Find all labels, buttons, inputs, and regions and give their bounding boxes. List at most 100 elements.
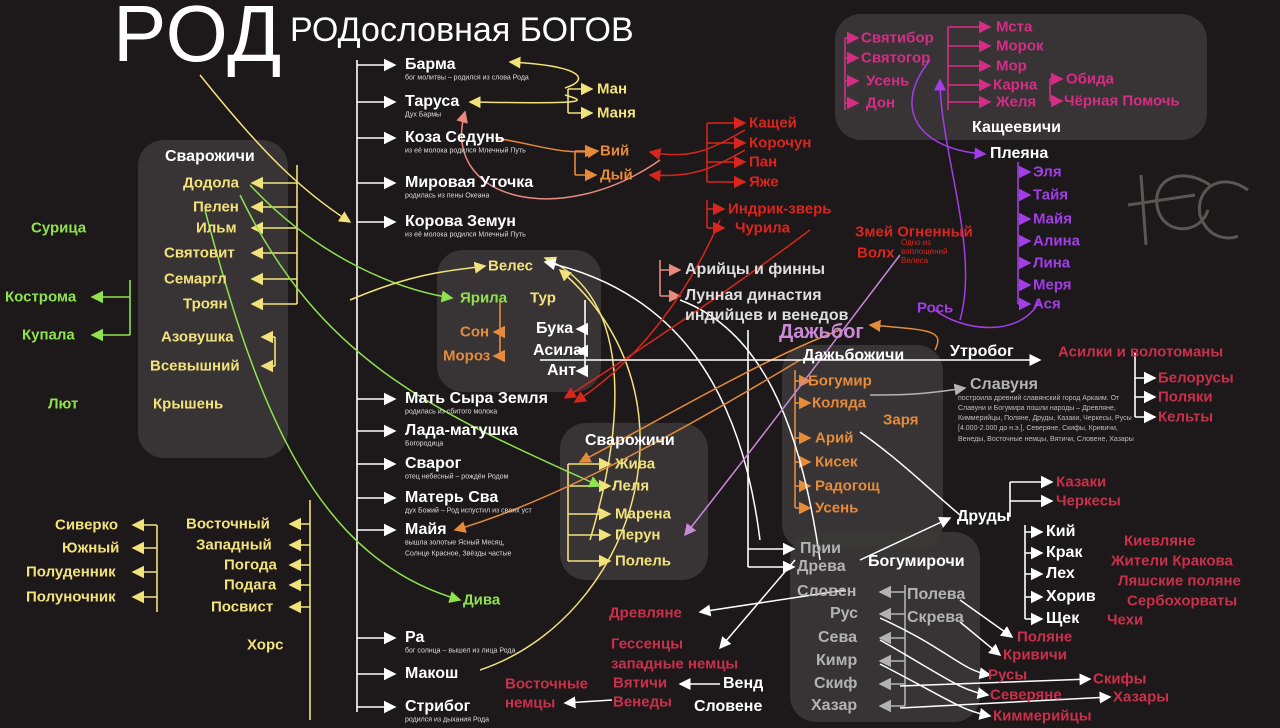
node-pleyana-name: Плеяна [990, 145, 1049, 162]
node-peoples-polyane: Поляне [1017, 628, 1073, 646]
note-slavunya: построила древний славянский город Аркаи… [958, 395, 1134, 443]
node-kashchey-group-0: Кащей [749, 114, 797, 132]
node-kashcheevichi-title: Кащеевичи [972, 119, 1061, 136]
node-svarozhichi-left-items-0: Додола [183, 174, 240, 192]
note-rod-children-1-note: Дух Бармы [405, 111, 442, 119]
node-svarozhichi-left-title: Сварожичи [165, 148, 255, 165]
node-kiy-brothers-2-people: Ляшские поляне [1118, 572, 1241, 590]
node-rod-children-2-name: Коза Седунь [405, 129, 505, 146]
node-asilki-children-0: Белорусы [1158, 369, 1234, 387]
node-peoples-rusy: Русы [988, 666, 1028, 684]
node-peoples-vostochnye2: немцы [505, 694, 556, 712]
node-lunar-line2: индийцев и венедов [685, 307, 849, 324]
node-svarozhichi-left-items-2: Ильм [196, 219, 237, 237]
node-svarozhichi-mid-items-0: Жива [615, 455, 656, 473]
node-dazhbog-children-1: Коляда [812, 394, 867, 412]
node-bogumirochi-sons-0: Словен [797, 583, 857, 600]
node-rod-children-3-name: Мировая Уточка [405, 174, 534, 191]
node-asilki-name: Асилки и волотоманы [1058, 343, 1224, 361]
node-kashcheevichi-left-3: Дон [866, 94, 896, 112]
node-veles-group-veles: Велес [488, 257, 533, 275]
node-svarozhichi-left-items-8: Крышень [153, 395, 224, 413]
node-dazhbog-children-4: Радогощ [815, 477, 880, 495]
node-peoples-skify: Скифы [1093, 670, 1147, 688]
node-kashchey-group-2: Пан [749, 153, 778, 171]
node-kashcheevichi-left-0: Святибор [861, 29, 934, 47]
node-peoples-zapadnye: западные немцы [611, 655, 739, 673]
note-rod-children-9-note2: Солнце Красное, Звёзды частые [405, 550, 512, 558]
node-winds-sons-2: Погода [224, 556, 277, 574]
node-winds-hors: Хорс [247, 636, 284, 654]
node-lunar-line1: Лунная династия [685, 287, 822, 304]
node-kiy-brothers-1-name: Крак [1046, 544, 1083, 561]
node-kiy-brothers-0-name: Кий [1046, 523, 1076, 540]
node-winds-grandsons-2: Полуденник [26, 563, 116, 581]
node-rod-children-11-name: Макош [405, 665, 459, 682]
node-veles-group-moroz: Мороз [443, 347, 491, 365]
node-indrik: Индрик-зверь [728, 200, 832, 218]
node-bogumirochi-title: Богумирочи [868, 553, 965, 570]
node-bogumirochi-sons-4: Скиф [814, 675, 858, 692]
node-peoples-vyatichi: Вятичи [613, 674, 668, 692]
node-slavunya-name: Славуня [970, 376, 1038, 393]
node-svarozhichi-left-items-5: Троян [183, 295, 228, 313]
node-barma-children-1: Маня [597, 104, 636, 122]
node-ros: Рось [917, 299, 954, 317]
node-pleyana-daughters-2: Майя [1033, 210, 1072, 228]
node-koza-children-0: Вий [600, 142, 630, 160]
node-dazhbog-children-5: Усень [815, 499, 859, 517]
node-veles-group-son: Сон [460, 323, 490, 341]
note-rod-children-10-note: бог солнца – вышел из лица Рода [405, 647, 516, 655]
kashcheevichi-box [835, 14, 1207, 140]
note-zmey-note: Одно из воплощений Велеса [901, 237, 948, 265]
node-utrobog: Утробог [950, 343, 1014, 360]
note-rod-children-7-note: отец небесный – рождён Родом [405, 473, 509, 481]
node-peoples-krivichi: Кривичи [1003, 646, 1067, 664]
node-rod-children-5-name: Мать Сыра Земля [405, 390, 548, 407]
node-svarozhichi-mid-items-1: Леля [612, 477, 650, 495]
node-rod-children-0-name: Барма [405, 56, 456, 73]
node-drudy: Друды [957, 508, 1011, 525]
node-kiy-brothers-0-people: Киевляне [1124, 532, 1196, 550]
node-pleyana-daughters-5: Меря [1033, 276, 1072, 294]
note-rod-children-4-note: из её молока родился Млечный Путь [405, 231, 526, 239]
note-rod-children-2-note: из её молока родился Млечный Путь [405, 147, 526, 155]
node-kashcheevichi-karna-children-0: Обида [1066, 70, 1115, 88]
node-bogumirochi-dreva: Древа [797, 558, 846, 575]
node-diva: Дива [463, 591, 501, 609]
node-svarozhichi-left-items-1: Пелен [193, 198, 239, 216]
node-winds-grandsons-1: Южный [62, 539, 120, 557]
node-kashcheevichi-right-1: Морок [996, 37, 1044, 55]
node-svarozhichi-left-children-3: Лют [48, 395, 79, 413]
node-rod-children-6-name: Лада-матушка [405, 422, 518, 439]
node-lunar-ariitsy: Арийцы и финны [685, 261, 826, 278]
node-veles-group-ant: Ант [547, 362, 577, 379]
node-kashcheevichi-right-4: Желя [996, 93, 1037, 111]
note-rod-children-12-note: родился из дыхания Рода [405, 716, 490, 724]
node-dazhbog-children-3: Кисек [815, 453, 858, 471]
node-rod-children-1-name: Таруса [405, 93, 460, 110]
node-churila: Чурила [735, 219, 790, 237]
node-svarozhichi-left-items-3: Святовит [164, 244, 235, 262]
node-asilki-children-2: Кельты [1158, 408, 1214, 426]
node-pleyana-daughters-3: Алина [1033, 232, 1080, 250]
node-peoples-vend: Венд [723, 675, 764, 692]
node-kashchey-group-1: Корочун [749, 134, 812, 152]
node-kashcheevichi-right-0: Мста [996, 18, 1033, 36]
node-rod-children-7-name: Сварог [405, 455, 462, 472]
node-dazhbog-children-2: Арий [815, 429, 854, 447]
node-pleyana-daughters-6: Ася [1033, 295, 1061, 313]
svarozhichi-mid-box [560, 423, 708, 580]
node-svarozhichi-left-items-6: Азовушка [161, 328, 234, 346]
node-veles-group-tur: Тур [530, 289, 556, 307]
node-winds-sons-1: Западный [196, 536, 272, 554]
note-rod-children-8-note: дух Божий – Род испустил из своих уст [405, 507, 532, 515]
node-rod-children-12-name: Стрибог [405, 698, 471, 715]
note-rod-children-0-note: бог молитвы – родился из слова Рода [405, 74, 529, 82]
node-kiy-brothers-4-name: Щек [1046, 610, 1080, 627]
node-svarozhichi-left-children-2: Купала [22, 326, 75, 344]
node-bogumirochi-sons-5: Хазар [811, 697, 858, 714]
note-rod-children-3-note: родилась из пены Океана [405, 192, 490, 200]
node-bogumirochi-sons-1: Рус [830, 605, 859, 622]
node-svarozhichi-mid-items-4: Полель [615, 552, 671, 570]
